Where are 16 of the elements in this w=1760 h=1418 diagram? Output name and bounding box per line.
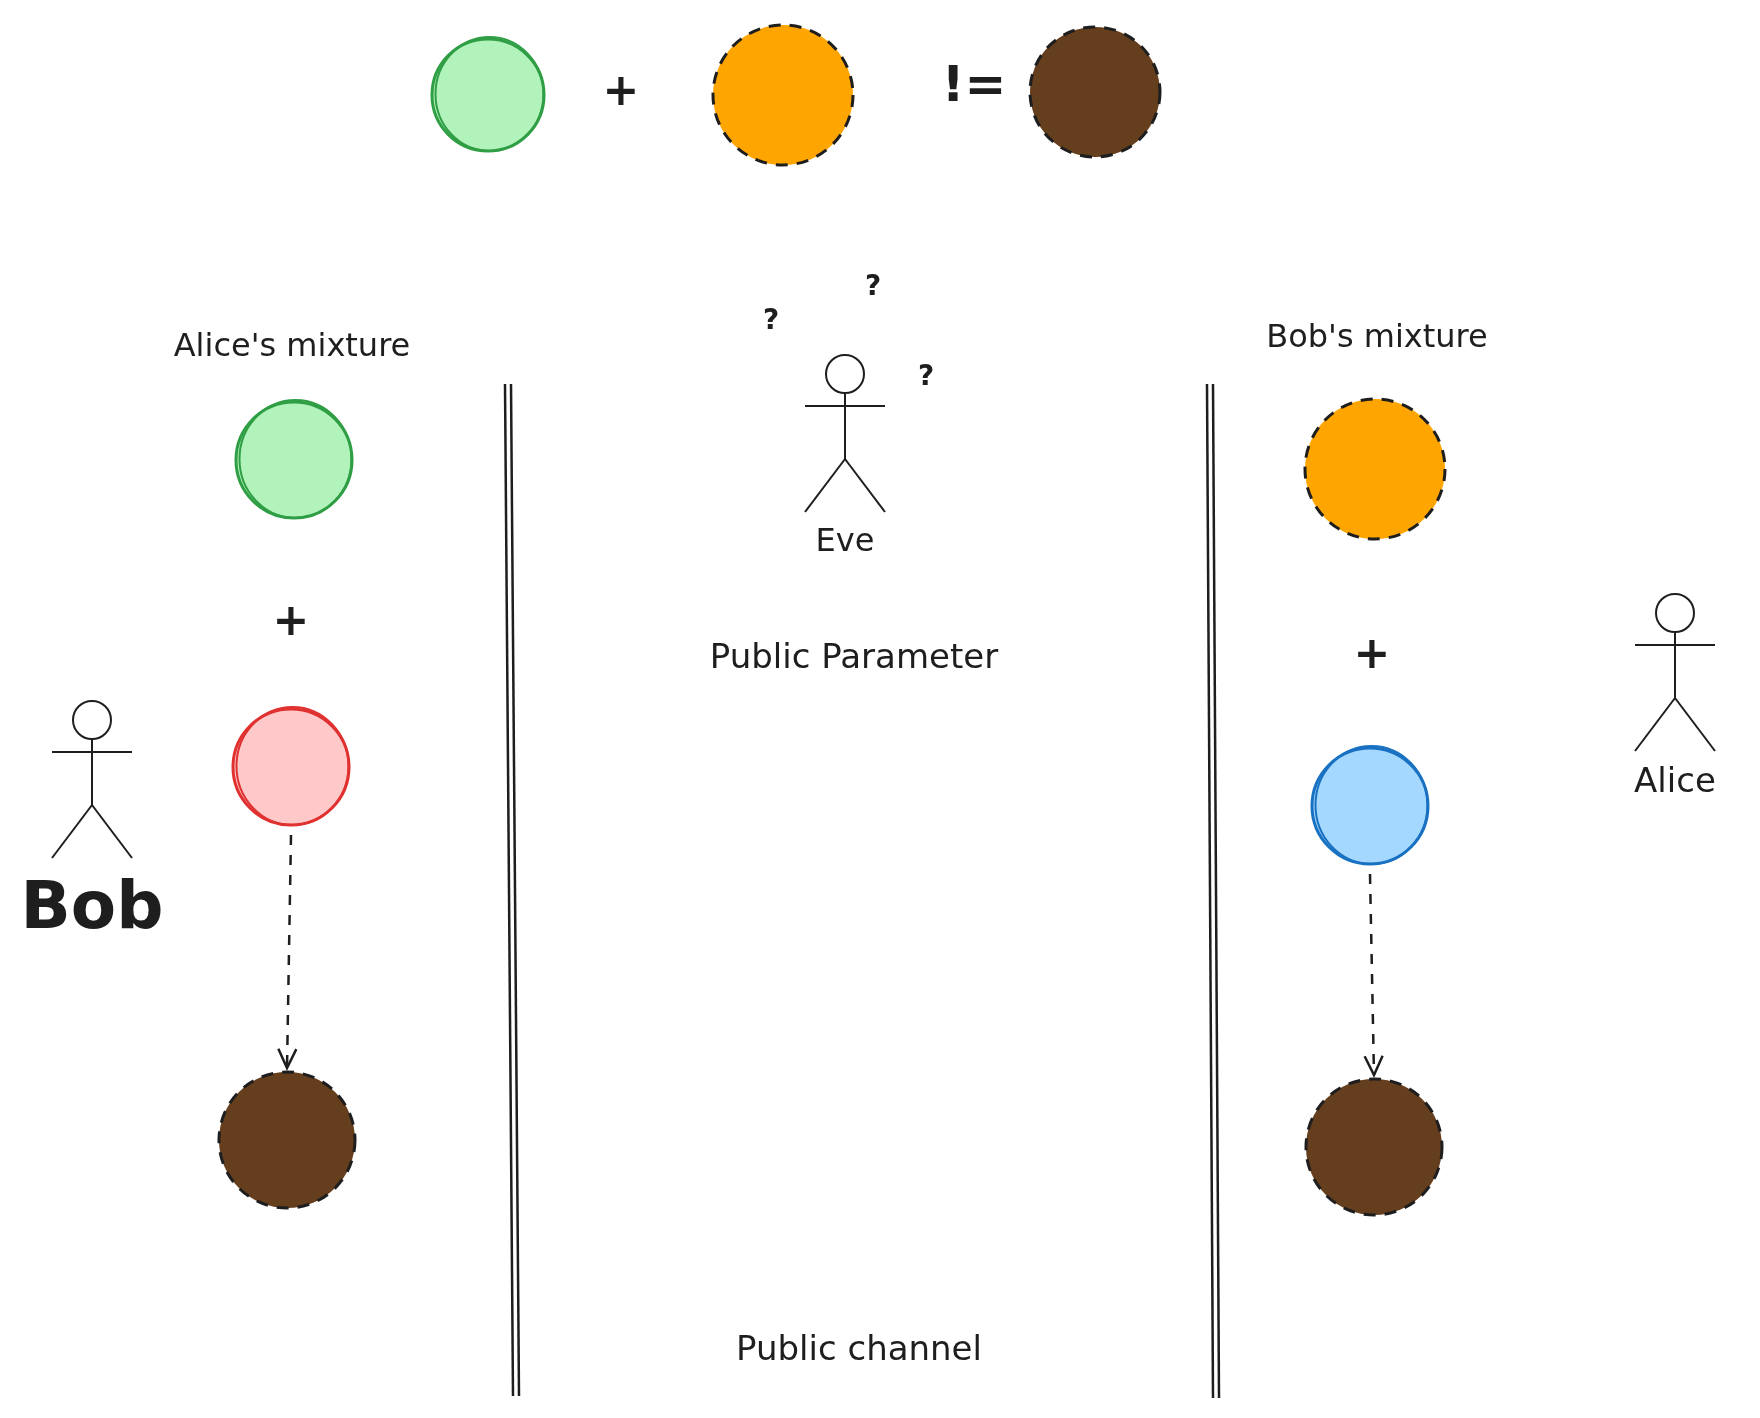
person-name: Alice [1634, 761, 1716, 801]
text-label: ? [864, 270, 882, 302]
text-label: ? [762, 304, 780, 336]
text-label: Public Parameter [709, 638, 999, 676]
text-label: + [602, 65, 640, 115]
text-label: Alice's mixture [173, 328, 411, 364]
text-label: Public channel [736, 1330, 982, 1368]
text-label: ? [917, 360, 935, 392]
text-label: Bob's mixture [1266, 319, 1488, 355]
text-label: + [1353, 628, 1391, 678]
person-name: Eve [815, 522, 875, 559]
person-name: Bob [20, 868, 164, 944]
arrow [1363, 873, 1384, 1077]
arrow [277, 834, 298, 1070]
text-label: + [272, 595, 310, 645]
text-label: != [941, 56, 1007, 112]
